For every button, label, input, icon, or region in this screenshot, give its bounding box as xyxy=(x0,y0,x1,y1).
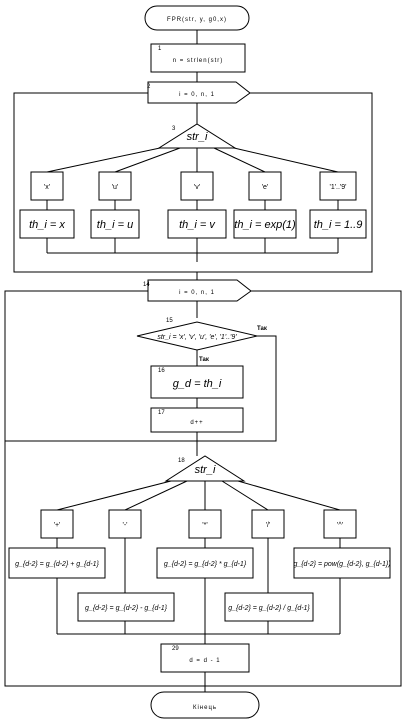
step-number-15: 15 xyxy=(166,318,173,324)
yes-label-down: Так xyxy=(199,357,209,363)
step-17-text: d++ xyxy=(190,420,203,426)
case-label-multiply: '*' xyxy=(202,522,207,529)
process-block-29: 29 d = d - 1 xyxy=(160,643,250,673)
assign-th-v: th_i = v xyxy=(179,219,216,231)
step-number-18: 18 xyxy=(178,458,185,464)
step-1-text: n = strlen(str) xyxy=(173,58,224,64)
step-16-text: g_d = th_i xyxy=(173,378,222,390)
assign-th-e: th_i = exp(1) xyxy=(234,219,296,231)
op-subtract: g_{d-2} = g_{d-2} - g_{d-1} xyxy=(85,605,168,612)
case-label-v: 'v' xyxy=(194,184,200,191)
connector-lines xyxy=(4,30,402,692)
loop-header-14: 14 i = 0, n, 1 xyxy=(143,279,252,302)
yes-label-right: Так xyxy=(257,326,267,332)
process-block-17: 17 d++ xyxy=(150,407,244,433)
step-29-text: d = d - 1 xyxy=(189,658,220,664)
end-terminator: Кінець xyxy=(150,691,260,719)
step-3-text: str_i xyxy=(187,131,208,143)
op-multiply: g_{d-2} = g_{d-2} * g_{d-1} xyxy=(164,561,247,568)
selector-3: 3 str_i xyxy=(157,123,237,149)
selector-18: 18 str_i xyxy=(164,455,246,482)
case-label-u: 'u' xyxy=(112,184,119,191)
bottom-op-boxes: g_{d-2} = g_{d-2} + g_{d-1} g_{d-2} = g_… xyxy=(8,547,391,622)
bottom-case-boxes: '+' '-' '*' '/' '^' xyxy=(40,509,357,539)
case-label-plus: '+' xyxy=(54,522,61,529)
case-label-digits: '1'..'9' xyxy=(329,184,346,191)
case-label-x: 'x' xyxy=(44,184,50,191)
step-number-16: 16 xyxy=(158,368,165,374)
step-18-text: str_i xyxy=(195,464,216,476)
step-number-29: 29 xyxy=(172,646,179,652)
assign-th-u: th_i = u xyxy=(97,219,133,231)
end-label: Кінець xyxy=(193,705,217,711)
top-case-boxes: 'x' 'u' 'v' 'e' '1'..'9' xyxy=(30,171,357,201)
op-divide: g_{d-2} = g_{d-2} / g_{d-1} xyxy=(228,605,310,612)
case-label-divide: '/' xyxy=(266,522,271,529)
assign-th-digits: th_i = 1..9 xyxy=(314,219,363,231)
step-14-text: i = 0, n, 1 xyxy=(179,290,215,296)
process-block-16: 16 g_d = th_i xyxy=(150,365,244,399)
start-label: FPR(str, y, g0,x) xyxy=(167,17,227,23)
step-number-1: 1 xyxy=(158,46,162,52)
assign-th-x: th_i = x xyxy=(29,219,65,231)
step-2-text: i = 0, n, 1 xyxy=(179,92,215,98)
step-number-14: 14 xyxy=(143,282,150,288)
case-label-e: 'e' xyxy=(262,184,269,191)
step-number-2: 2 xyxy=(147,84,151,90)
step-15-text: str_i = 'x', 'v', 'u', 'e', '1'..'9' xyxy=(157,334,237,341)
step-number-3: 3 xyxy=(172,126,176,132)
loop-header-2: 2 i = 0, n, 1 xyxy=(147,81,251,104)
decision-15: 15 str_i = 'x', 'v', 'u', 'e', '1'..'9' … xyxy=(136,318,267,363)
process-block-1: 1 n = strlen(str) xyxy=(150,43,246,73)
case-label-minus: '-' xyxy=(122,522,127,529)
step-number-17: 17 xyxy=(158,410,165,416)
top-assign-boxes: th_i = x th_i = u th_i = v th_i = exp(1)… xyxy=(19,209,367,239)
op-add: g_{d-2} = g_{d-2} + g_{d-1} xyxy=(15,561,99,568)
start-terminator: FPR(str, y, g0,x) xyxy=(144,5,250,31)
op-power: g_{d-2} = pow(g_{d-2}, g_{d-1}) xyxy=(293,561,390,568)
case-label-power: '^' xyxy=(337,522,343,529)
